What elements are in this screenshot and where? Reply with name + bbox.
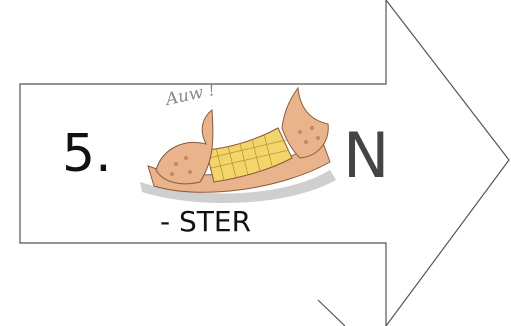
- slide-number: 5.: [62, 124, 112, 184]
- word-label: - STER: [160, 205, 252, 238]
- bandage-icon: [140, 86, 336, 204]
- second-arrow-tip: [317, 299, 346, 326]
- letter-label: N: [343, 119, 390, 192]
